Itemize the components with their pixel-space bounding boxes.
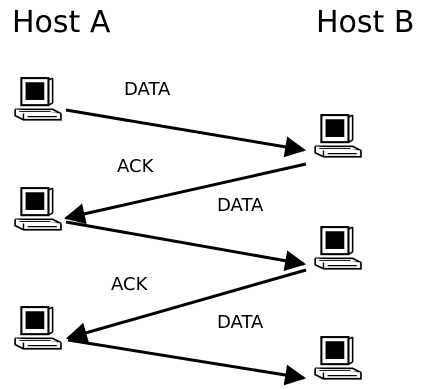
- message-label: ACK: [111, 274, 149, 295]
- message-arrow: [67, 338, 307, 386]
- host-b-computer-icon: [313, 113, 363, 158]
- host-a-computer-icon: [13, 305, 63, 350]
- message-arrow: [65, 220, 307, 272]
- message-label: DATA: [124, 79, 171, 100]
- host-b-title: Host B: [316, 5, 414, 40]
- message-label: ACK: [117, 156, 155, 177]
- message-label: DATA: [217, 312, 264, 333]
- host-a-computer-icon: [13, 186, 63, 231]
- host-a-title: Host A: [12, 5, 111, 40]
- message-arrow: [65, 108, 307, 158]
- host-a-computer-icon: [13, 76, 63, 121]
- host-b-computer-icon: [313, 335, 363, 380]
- message-label: DATA: [217, 195, 264, 216]
- message-arrow: [63, 162, 307, 225]
- message-arrow: [65, 268, 307, 343]
- host-b-computer-icon: [313, 225, 363, 270]
